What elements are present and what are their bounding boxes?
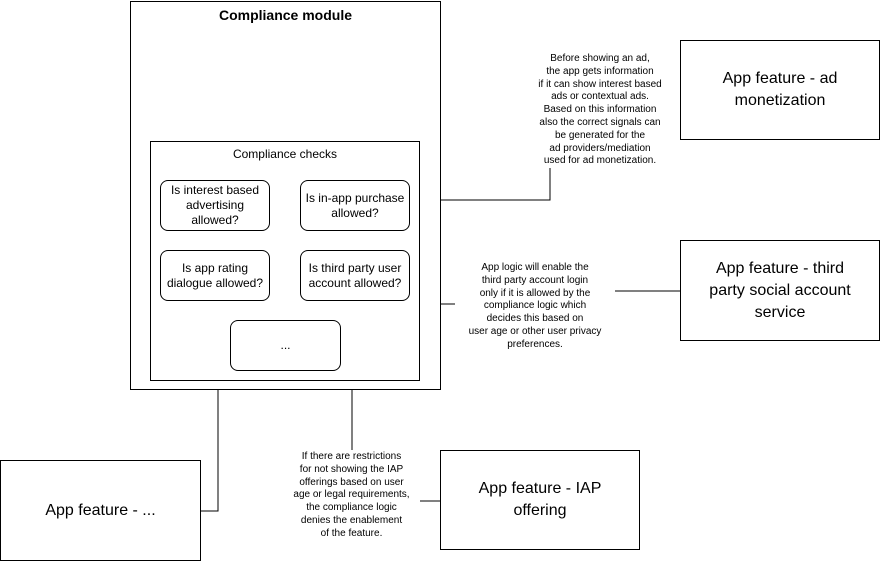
check-in-app-purchase: Is in-app purchase allowed? <box>300 180 410 231</box>
feature-iap-offering: App feature - IAP offering <box>440 450 640 550</box>
note-line: the compliance logic <box>306 502 397 514</box>
connector-other <box>201 381 222 512</box>
check-line: Is interest based <box>170 183 260 197</box>
check-more: ... <box>230 320 341 371</box>
note-line: Before showing an ad, <box>550 53 650 64</box>
note-line: Based on this information <box>543 104 657 116</box>
note-line: App logic will enable the <box>481 262 589 273</box>
note-line: of the feature. <box>320 527 383 539</box>
connector-iap <box>352 382 440 502</box>
check-line: Is in-app purchase <box>305 190 405 205</box>
feature-ad-monetization: App feature - ad monetization <box>680 40 880 140</box>
feature-line: App feature - third <box>715 259 845 277</box>
note-line: ad providers/mediation <box>549 142 651 154</box>
note-line: denies the enablement <box>300 514 403 526</box>
note-iap-offering: If there are restrictions for not showin… <box>283 451 420 541</box>
feature-line: party social account <box>709 281 851 299</box>
feature-line: service <box>754 303 806 321</box>
note-line: for not showing the IAP <box>299 463 404 475</box>
feature-other: App feature - ... <box>0 460 201 561</box>
note-line: offerings based on user <box>299 476 404 488</box>
check-line: Is app rating <box>181 260 249 275</box>
note-social-account: App logic will enable the third party ac… <box>455 262 615 352</box>
note-line: the app gets information <box>546 65 654 77</box>
note-line: compliance logic which <box>483 300 587 312</box>
feature-line: App feature - ... <box>45 501 156 519</box>
check-line: allowed? <box>331 205 379 220</box>
feature-line: App feature - ad <box>722 70 838 87</box>
note-line: user age or other user privacy <box>468 325 602 337</box>
check-line: account allowed? <box>308 275 402 290</box>
note-line: preferences. <box>507 338 563 350</box>
note-line: age or legal requirements, <box>293 489 410 501</box>
note-line: ads or contextual ads. <box>551 91 649 103</box>
feature-social-account: App feature - third party social account… <box>680 240 880 341</box>
compliance-module-title: Compliance module <box>218 7 353 23</box>
note-line: if it can show interest based <box>538 78 662 90</box>
note-line: If there are restrictions <box>301 451 402 462</box>
feature-line: monetization <box>734 92 826 109</box>
note-line: also the correct signals can <box>539 116 661 128</box>
check-third-party-account: Is third party user account allowed? <box>300 250 410 301</box>
check-line: allowed? <box>191 213 239 227</box>
note-line: used for ad monetization. <box>543 155 657 167</box>
check-line: Is third party user <box>308 260 402 275</box>
compliance-checks-title: Compliance checks <box>232 147 338 161</box>
check-line: ... <box>280 338 291 352</box>
check-line: dialogue allowed? <box>166 275 264 290</box>
note-line: be generated for the <box>554 129 646 141</box>
note-ad-monetization: Before showing an ad, the app gets infor… <box>520 53 680 169</box>
check-app-rating: Is app rating dialogue allowed? <box>160 250 270 301</box>
note-line: decides this based on <box>486 313 584 325</box>
note-line: third party account login <box>481 274 589 286</box>
check-interest-advertising: Is interest based advertising allowed? <box>160 180 270 231</box>
feature-line: App feature - IAP offering <box>478 480 602 519</box>
check-line: advertising <box>185 198 245 212</box>
note-line: only if it is allowed by the <box>479 287 591 299</box>
